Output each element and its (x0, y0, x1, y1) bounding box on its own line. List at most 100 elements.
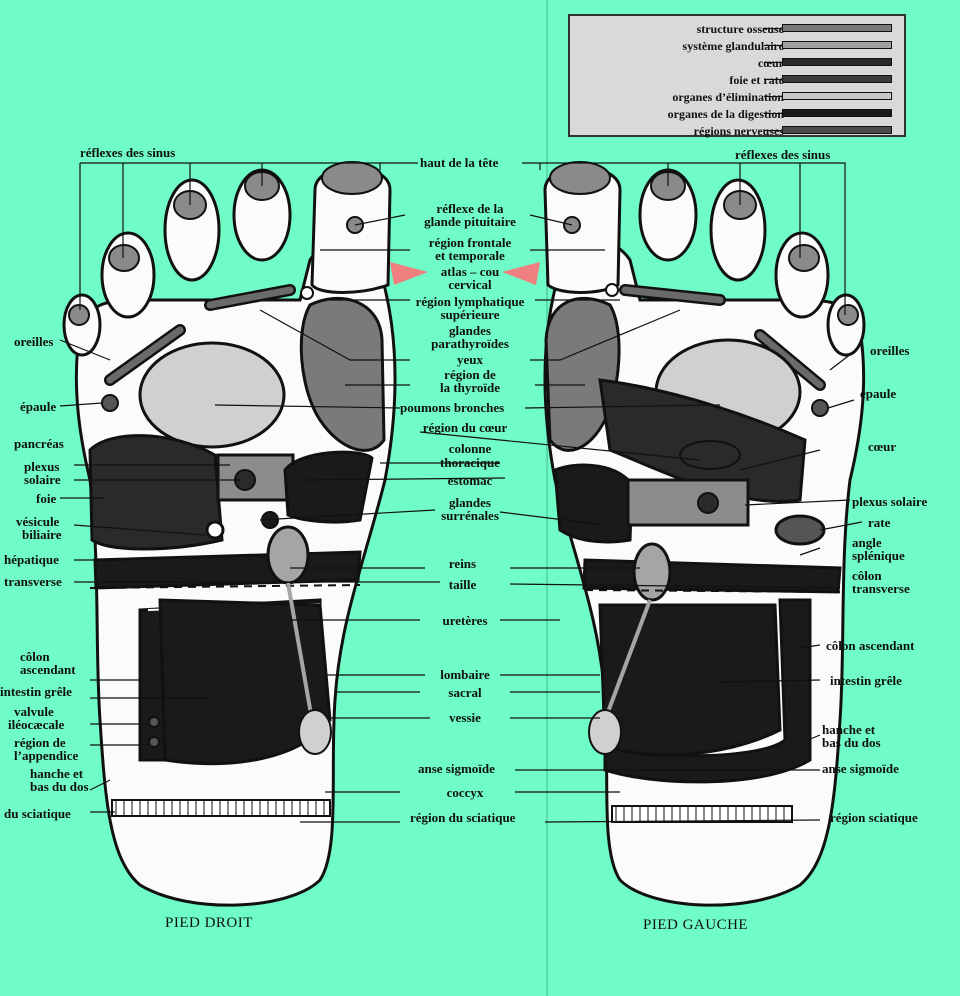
right-lungs (138, 341, 286, 449)
legend-swatch (782, 109, 892, 117)
label-atlas-1: atlas – cou (440, 264, 500, 279)
label-lymph-2: supérieure (440, 307, 500, 322)
left-eye-bar-inner (621, 286, 724, 304)
title-pied-gauche: PIED GAUCHE (643, 917, 749, 933)
label-coeur-left: cœur (868, 439, 897, 454)
legend-swatch (782, 58, 892, 66)
label-parathyroides-1: glandes (449, 323, 491, 338)
label-hanche-2-right: bas du dos (30, 779, 89, 794)
label-surrenales-2: surrénales (441, 508, 499, 523)
label-plexus-2-right: solaire (24, 472, 61, 487)
label-lombaire: lombaire (440, 667, 490, 682)
left-heart-spot (679, 440, 741, 470)
left-cervical (605, 283, 619, 297)
label-anse-center: anse sigmoïde (418, 761, 495, 776)
right-ear-bar-inner (106, 326, 184, 384)
label-sinus-left: réflexes des sinus (735, 147, 831, 162)
label-thyroide-2: la thyroïde (439, 380, 501, 395)
left-spleen (774, 514, 826, 546)
right-kidney (266, 525, 310, 585)
legend-label: foie et rate (729, 73, 784, 87)
legend-row: structure osseuse (570, 21, 904, 37)
label-sacral: sacral (448, 685, 482, 700)
label-colon-t-1: côlon (852, 568, 882, 583)
leader-lines (59, 162, 863, 823)
legend-label: régions nerveuses (693, 124, 784, 138)
legend-swatch (782, 41, 892, 49)
label-reins: reins (448, 556, 477, 571)
legend-row: cœur (570, 55, 904, 71)
label-sciatique-right: du sciatique (4, 806, 71, 821)
label-colon-2-right: ascendant (20, 662, 76, 677)
label-lymph-1: région lymphatique (415, 294, 525, 309)
label-coccyx: coccyx (446, 785, 484, 800)
left-ear-bar-inner (756, 331, 824, 389)
left-toe-tip-1 (549, 161, 611, 195)
label-transverse-right: transverse (4, 574, 62, 589)
label-vessie: vessie (449, 710, 481, 725)
legend-row: organes de la digestion (570, 106, 904, 122)
legend-row: organes d’élimination (570, 89, 904, 105)
left-waist-line (584, 589, 841, 593)
left-shoulder (811, 399, 829, 417)
label-oreilles-left: oreilles (870, 343, 910, 358)
left-small-intestine (598, 603, 782, 757)
legend-label: organes d’élimination (672, 90, 784, 104)
label-epaule-right: épaule (20, 399, 57, 414)
label-frontale-1: région frontale (428, 235, 512, 250)
label-sinus-right: réflexes des sinus (80, 145, 176, 160)
label-parathyroides-2: parathyroïdes (431, 336, 509, 351)
label-pituitaire-1: réflexe de la (436, 201, 504, 216)
right-valve-dot-2 (148, 736, 160, 748)
legend-row: régions nerveuses (570, 123, 904, 139)
left-stomach (553, 463, 634, 544)
right-sciatic-hatch (115, 800, 325, 816)
label-sciatique-left: région sciatique (830, 810, 918, 825)
label-hanche-1-right: hanche et (30, 766, 84, 781)
label-pancreas: pancréas (14, 436, 64, 451)
label-vesicule-1: vésicule (16, 514, 60, 529)
legend-leader (764, 79, 782, 80)
label-valvule-2: iléocæcale (8, 717, 65, 732)
legend-label: organes de la digestion (667, 107, 784, 121)
right-toe-tip-4 (108, 244, 140, 272)
label-oreilles-right: oreilles (14, 334, 54, 349)
right-thyroid (299, 296, 386, 452)
label-colonne-1: colonne (448, 441, 492, 456)
left-plexus-dot (697, 492, 719, 514)
label-hanche-2-left: bas du dos (822, 735, 881, 750)
legend-swatch (782, 126, 892, 134)
label-yeux: yeux (457, 352, 483, 367)
legend-row: foie et rate (570, 72, 904, 88)
label-hanche-1-left: hanche et (822, 722, 876, 737)
label-angle-2: splénique (852, 548, 905, 563)
legend-leader (764, 28, 782, 29)
label-appendice-1: région de (14, 735, 66, 750)
right-toe-tip-5 (68, 304, 90, 326)
legend-leader (764, 62, 782, 63)
left-sciatic-hatch (615, 806, 785, 822)
legend-label: cœur (758, 56, 784, 70)
label-haut-tete: haut de la tête (420, 155, 499, 170)
label-plexus-1-right: plexus (24, 459, 60, 474)
label-colon-a: côlon ascendant (826, 638, 915, 653)
right-liver (88, 434, 224, 551)
right-toe-tip-1 (321, 161, 383, 195)
right-gallbladder (205, 520, 225, 540)
label-pituitaire-2: glande pituitaire (424, 214, 516, 229)
label-hepatique: hépatique (4, 552, 59, 567)
label-rate: rate (868, 515, 891, 530)
right-valve-dot-1 (148, 716, 160, 728)
legend-label: système glandulaire (682, 39, 784, 53)
label-ureteres: uretères (442, 613, 488, 628)
label-thyroide-1: région de (444, 367, 496, 382)
left-bladder (588, 709, 622, 755)
legend-swatch (782, 75, 892, 83)
legend-leader (764, 45, 782, 46)
right-sciatic-band (111, 799, 331, 817)
label-colonne-2: thoracique (440, 455, 500, 470)
label-epaule-left: épaule (860, 386, 897, 401)
label-angle-1: angle (852, 535, 882, 550)
label-appendice-2: l’appendice (14, 748, 79, 763)
